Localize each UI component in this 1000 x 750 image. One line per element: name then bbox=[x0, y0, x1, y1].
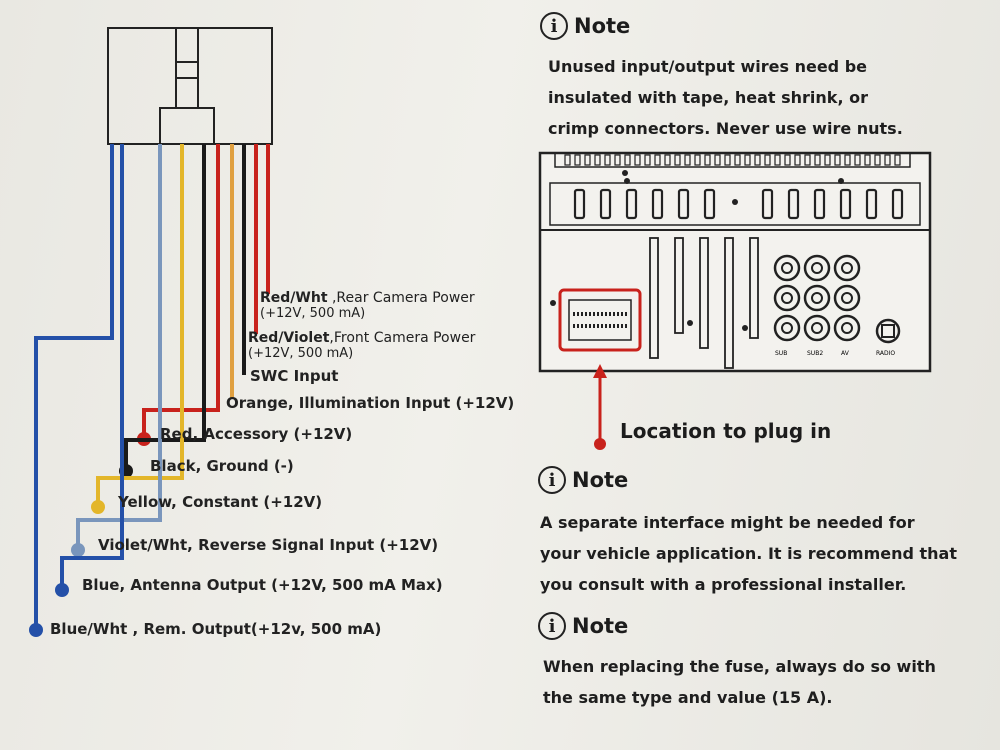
wire-yellow bbox=[96, 144, 184, 507]
wire-label-red-violet: Red/Violet,Front Camera Power(+12V, 500 … bbox=[248, 330, 476, 361]
jack-label-radio: RADIO bbox=[876, 350, 895, 357]
info-icon: i bbox=[538, 612, 566, 640]
wire-violet-wht bbox=[76, 144, 162, 550]
wire-end-dot bbox=[71, 543, 85, 557]
info-icon: i bbox=[540, 12, 568, 40]
info-icon: i bbox=[538, 466, 566, 494]
note-text-3: When replacing the fuse, always do so wi… bbox=[543, 657, 936, 707]
head-unit-rear-panel: SUB SUB2 AV RADIO bbox=[538, 151, 932, 373]
harness-connector bbox=[107, 27, 273, 145]
wire-label-red: Red, Accessory (+12V) bbox=[160, 425, 353, 443]
plug-location-highlight bbox=[558, 288, 642, 352]
wire-label-yellow: Yellow, Constant (+12V) bbox=[118, 493, 323, 511]
wire-blue bbox=[60, 144, 124, 590]
wire-label-red-wht: Red/Wht ,Rear Camera Power(+12V, 500 mA) bbox=[260, 290, 475, 321]
note-title-1: Note bbox=[574, 14, 631, 38]
note-text-1: Unused input/output wires need be insula… bbox=[548, 57, 903, 138]
wire-label-orange: Orange, Illumination Input (+12V) bbox=[226, 394, 515, 412]
wire-label-black: Black, Ground (-) bbox=[150, 457, 294, 475]
wire-end-dot bbox=[29, 623, 43, 637]
note-header-3: i Note bbox=[538, 612, 628, 640]
plug-location-label: Location to plug in bbox=[620, 419, 832, 443]
wire-black bbox=[124, 144, 206, 471]
wire-label-violet-wht: Violet/Wht, Reverse Signal Input (+12V) bbox=[98, 536, 439, 554]
wire-end-dot bbox=[55, 583, 69, 597]
jack-label-sub2: SUB2 bbox=[807, 350, 823, 357]
jack-label-av: AV bbox=[841, 350, 850, 357]
note-text-2: A separate interface might be needed for… bbox=[540, 513, 957, 594]
wire-label-swc: SWC Input bbox=[250, 367, 339, 385]
note-header-2: i Note bbox=[538, 466, 628, 494]
jack-label-sub: SUB bbox=[775, 350, 787, 357]
wire-blue-wht bbox=[34, 144, 114, 630]
note-title-3: Note bbox=[572, 614, 629, 638]
note-header-1: i Note bbox=[540, 12, 630, 40]
connector-latch bbox=[159, 107, 215, 145]
wire-end-dot bbox=[91, 500, 105, 514]
plug-arrow bbox=[593, 364, 607, 450]
wire-label-blue-wht: Blue/Wht , Rem. Output(+12v, 500 mA) bbox=[50, 620, 382, 638]
wire-label-blue: Blue, Antenna Output (+12V, 500 mA Max) bbox=[82, 576, 443, 594]
note-title-2: Note bbox=[572, 468, 629, 492]
